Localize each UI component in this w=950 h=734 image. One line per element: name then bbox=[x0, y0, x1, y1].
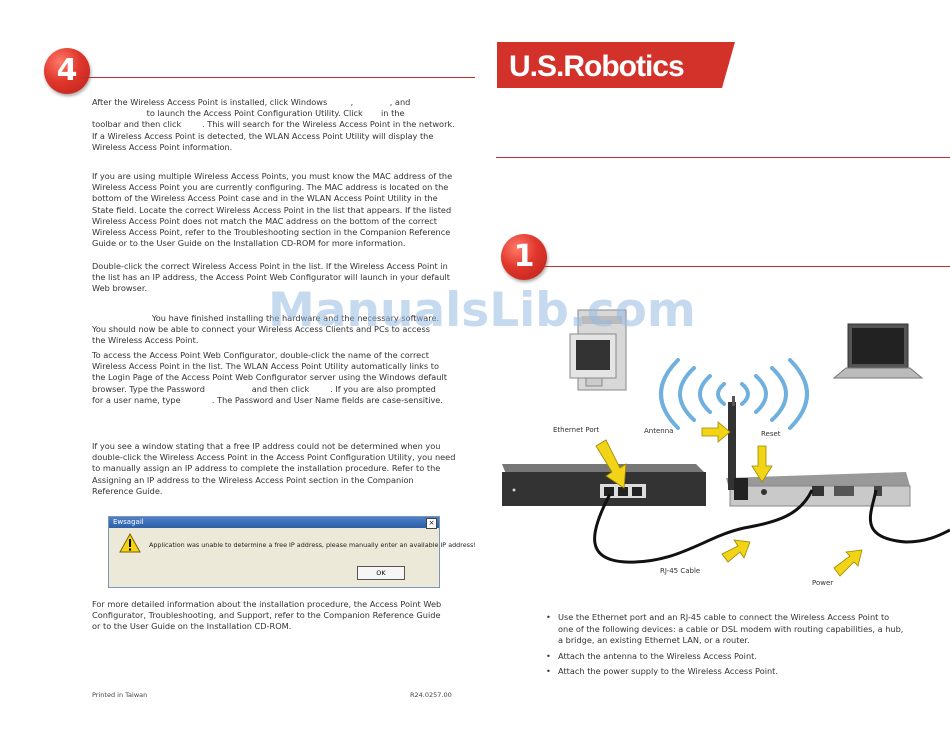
label-antenna: Antenna bbox=[644, 427, 674, 435]
text-line: Double-click the correct Wireless Access… bbox=[92, 261, 448, 271]
text-line: Wireless Access Point you are currently … bbox=[92, 182, 449, 193]
footer-part-number: R24.0257.00 bbox=[410, 691, 452, 699]
text-line: the Login Page of the Access Point Web C… bbox=[92, 372, 447, 383]
label-power: Power bbox=[812, 579, 834, 587]
rj45-cable bbox=[593, 489, 814, 564]
instruction-list: Use the Ethernet port and an RJ-45 cable… bbox=[544, 612, 904, 682]
warning-icon bbox=[119, 533, 141, 553]
text-line: for a user name, type . The Password and… bbox=[92, 394, 443, 405]
list-item: Attach the power supply to the Wireless … bbox=[544, 666, 904, 678]
paragraph-web-configurator: To access the Access Point Web Configura… bbox=[92, 350, 462, 406]
text-line: If a Wireless Access Point is detected, … bbox=[92, 130, 434, 141]
desktop-pc-icon bbox=[569, 309, 627, 391]
text-line: Configurator, Troubleshooting, and Suppo… bbox=[92, 610, 441, 621]
text-line: For more detailed information about the … bbox=[92, 599, 442, 609]
paragraph-more-info: For more detailed information about the … bbox=[92, 599, 462, 633]
text-line: double-click the Wireless Access Point i… bbox=[92, 452, 456, 463]
list-item: Use the Ethernet port and an RJ-45 cable… bbox=[544, 612, 904, 647]
antenna-icon bbox=[728, 396, 748, 500]
text-line: or to the User Guide on the Installation… bbox=[92, 621, 292, 632]
text-line: Wireless Access Point in the list. The W… bbox=[92, 361, 439, 372]
label-reset: Reset bbox=[761, 430, 781, 438]
text-line: to launch the Access Point Configuration… bbox=[92, 108, 405, 119]
text-line: browser. Type the Password and then clic… bbox=[92, 383, 436, 394]
arrow-ethernet bbox=[595, 439, 627, 489]
text-line: After the Wireless Access Point is insta… bbox=[92, 97, 411, 107]
ok-button[interactable]: OK bbox=[357, 566, 405, 580]
error-dialog-screenshot: Ewsagail × Application was unable to det… bbox=[108, 516, 476, 588]
close-icon[interactable]: × bbox=[426, 518, 437, 529]
text-line: to manually assign an IP address to comp… bbox=[92, 463, 441, 474]
text-line: You have finished installing the hardwar… bbox=[92, 313, 440, 323]
text-line: You should now be able to connect your W… bbox=[92, 324, 430, 335]
text-line: Guide or to the User Guide on the Instal… bbox=[92, 238, 406, 249]
power-cable bbox=[868, 489, 950, 544]
section-rule-right-top bbox=[496, 157, 950, 158]
text-line: Web browser. bbox=[92, 283, 148, 294]
paragraph-finished: You have finished installing the hardwar… bbox=[92, 313, 462, 347]
arrow-reset bbox=[751, 445, 773, 483]
paragraph-double-click: Double-click the correct Wireless Access… bbox=[92, 261, 462, 295]
wireless-waves bbox=[659, 358, 809, 430]
text-line: the Wireless Access Point. bbox=[92, 335, 199, 346]
dialog-message: Application was unable to determine a fr… bbox=[149, 541, 476, 549]
text-line: Wireless Access Point, refer to the Trou… bbox=[92, 227, 451, 238]
text-line: If you are using multiple Wireless Acces… bbox=[92, 171, 453, 181]
arrow-rj45 bbox=[721, 539, 751, 563]
watermark: ManualsLib.com bbox=[268, 283, 696, 338]
dialog-title: Ewsagail bbox=[109, 517, 439, 528]
laptop-icon bbox=[832, 323, 924, 379]
text-line: bottom of the Wireless Access Point case… bbox=[92, 193, 438, 204]
label-ethernet-port: Ethernet Port bbox=[553, 426, 600, 434]
access-point-device bbox=[726, 472, 911, 507]
step-4-badge: 4 bbox=[44, 48, 90, 94]
section-rule-left bbox=[80, 77, 475, 78]
installation-diagram bbox=[502, 309, 950, 577]
paragraph-free-ip: If you see a window stating that a free … bbox=[92, 441, 462, 497]
text-line: State field. Locate the correct Wireless… bbox=[92, 204, 452, 215]
text-line: Wireless Access Point information. bbox=[92, 141, 233, 152]
router-device bbox=[502, 464, 706, 506]
section-rule-right bbox=[540, 266, 950, 267]
arrow-power bbox=[833, 549, 863, 577]
footer-printed-in: Printed in Taiwan bbox=[92, 691, 148, 699]
text-line: toolbar and then click . This will searc… bbox=[92, 119, 455, 130]
step-1-badge: 1 bbox=[501, 234, 547, 280]
paragraph-launch-utility: After the Wireless Access Point is insta… bbox=[92, 97, 462, 153]
pointer-arrows bbox=[595, 421, 863, 577]
text-line: the list has an IP address, the Access P… bbox=[92, 272, 450, 283]
arrow-antenna bbox=[701, 421, 731, 443]
text-line: Assigning an IP address to the Wireless … bbox=[92, 474, 414, 485]
usrobotics-logo: U.S.Robotics bbox=[497, 42, 735, 88]
text-line: Reference Guide. bbox=[92, 485, 163, 496]
paragraph-mac-address: If you are using multiple Wireless Acces… bbox=[92, 171, 462, 249]
list-item: Attach the antenna to the Wireless Acces… bbox=[544, 651, 904, 663]
text-line: To access the Access Point Web Configura… bbox=[92, 350, 429, 360]
logo-text: U.S.Robotics bbox=[509, 50, 684, 83]
text-line: If you see a window stating that a free … bbox=[92, 441, 441, 451]
label-rj45-cable: RJ-45 Cable bbox=[660, 567, 701, 575]
text-line: Wireless Access Point does not match the… bbox=[92, 215, 437, 226]
